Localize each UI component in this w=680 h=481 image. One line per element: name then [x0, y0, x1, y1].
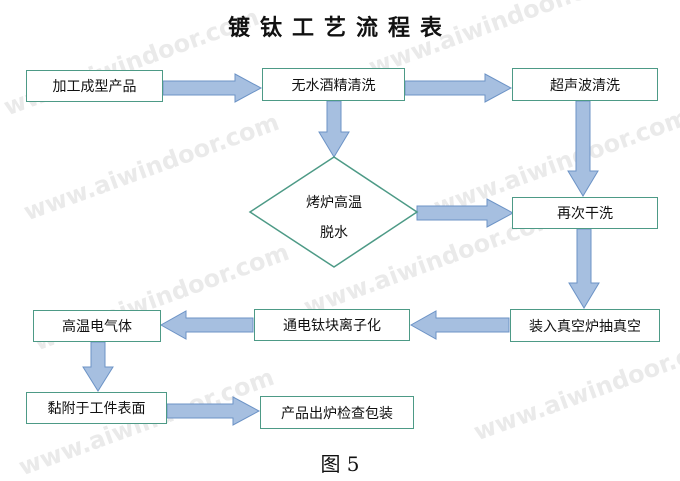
step-box-high-temp-gas: 高温电气体	[33, 310, 161, 342]
arrow-step7-to-step8	[159, 310, 254, 340]
arrow-step4-to-step5	[416, 198, 515, 228]
arrow-step6-to-step7	[409, 310, 510, 340]
step-box-dry-again: 再次干洗	[512, 197, 658, 229]
arrow-step5-to-step6	[568, 228, 600, 309]
step-box-vacuum-furnace: 装入真空炉抽真空	[510, 309, 660, 342]
diagram-title: 镀钛工艺流程表	[227, 16, 452, 41]
step-box-ultrasonic-cleaning: 超声波清洗	[512, 68, 658, 101]
arrow-step2-to-step4	[318, 100, 350, 158]
step-box-inspect-package: 产品出炉检查包装	[260, 396, 414, 429]
decision-label-line2: 脱水	[320, 225, 348, 241]
decision-diamond	[248, 156, 419, 268]
figure-caption: 图 5	[320, 452, 360, 476]
arrow-step3-to-step5	[567, 100, 599, 197]
step-box-adhere-surface: 黏附于工件表面	[26, 392, 167, 424]
arrow-step1-to-step2	[162, 73, 263, 103]
arrow-step9-to-step10	[166, 396, 261, 426]
step-box-alcohol-cleaning: 无水酒精清洗	[262, 68, 405, 101]
step-box-ionization: 通电钛块离子化	[254, 309, 410, 341]
arrow-step8-to-step9	[82, 341, 114, 392]
step-box-process-formed-product: 加工成型产品	[26, 70, 163, 102]
decision-label-line1: 烤炉高温	[306, 195, 362, 211]
arrow-step2-to-step3	[404, 73, 513, 103]
